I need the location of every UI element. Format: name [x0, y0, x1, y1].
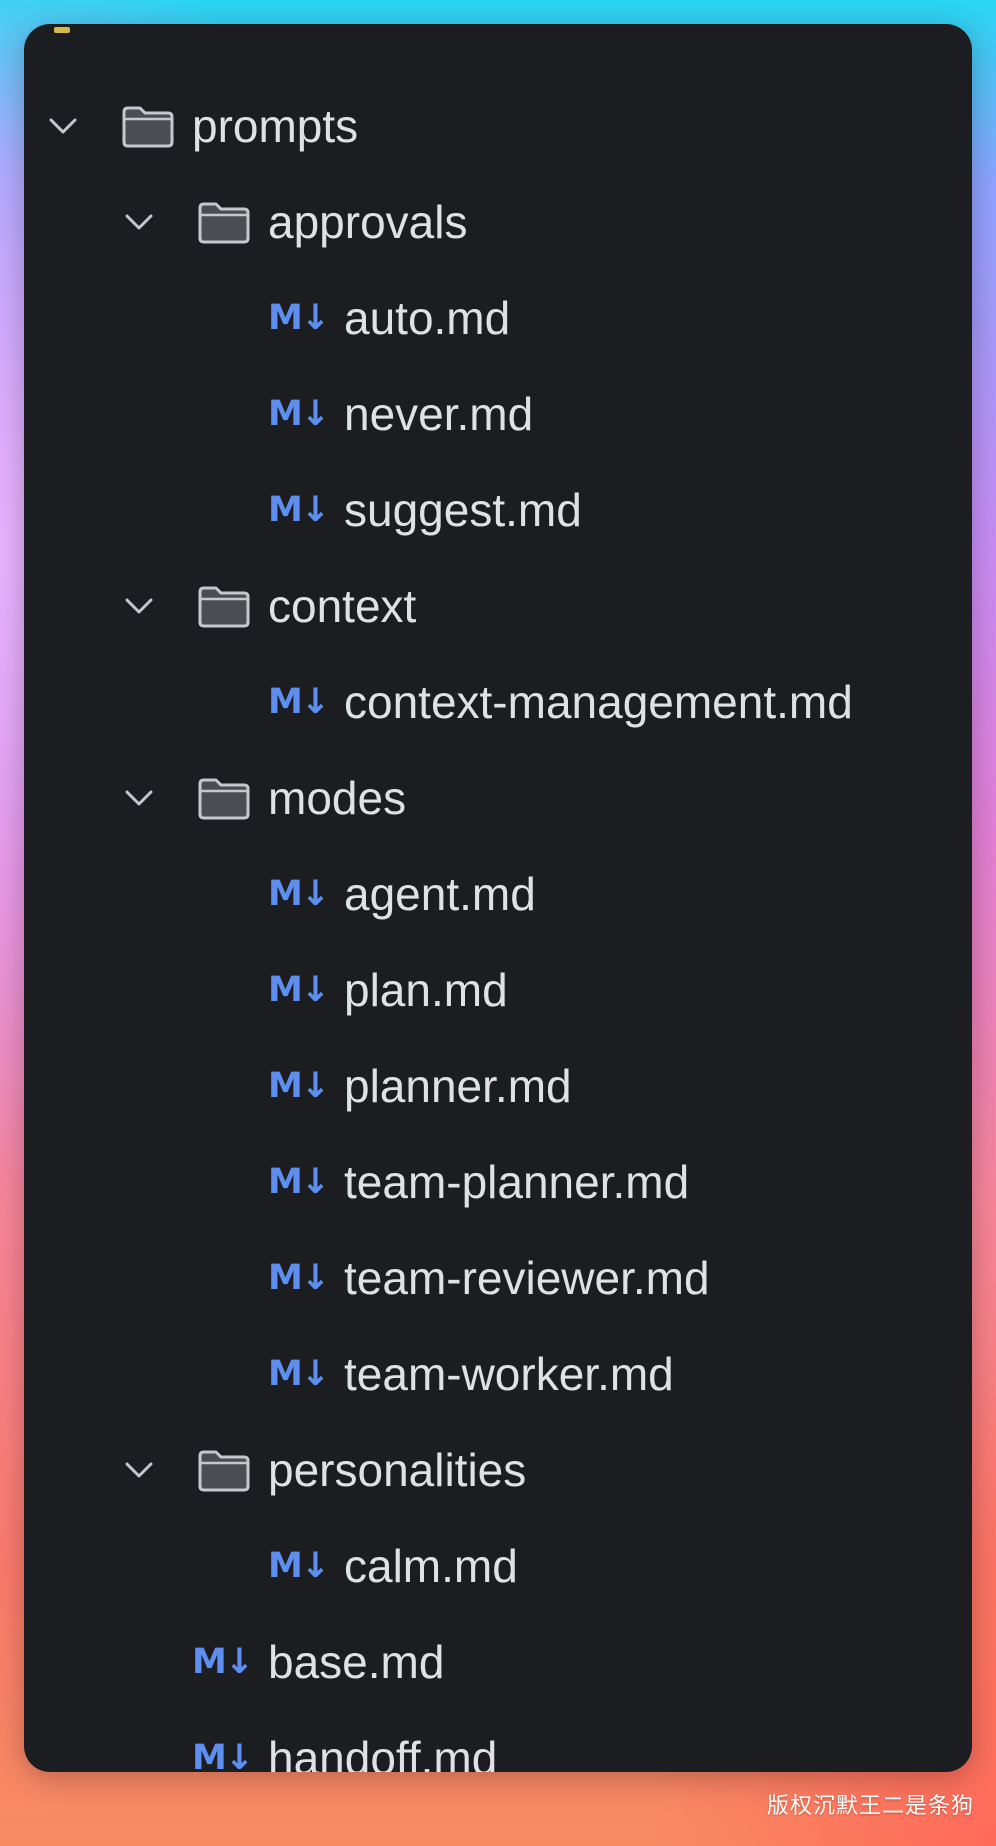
chevron-down-icon[interactable]	[46, 109, 80, 143]
tree-file-row[interactable]: M↓ team-reviewer.md	[24, 1230, 972, 1326]
folder-icon	[196, 1448, 252, 1492]
tree-item-label: auto.md	[344, 292, 511, 344]
markdown-icon: M↓	[268, 1161, 330, 1202]
markdown-icon: M↓	[268, 1545, 330, 1586]
tree-folder-row[interactable]: context	[24, 558, 972, 654]
markdown-icon: M↓	[268, 1065, 330, 1106]
tree-item-label: planner.md	[344, 1060, 572, 1112]
tree-item-label: team-reviewer.md	[344, 1252, 710, 1304]
chevron-down-icon[interactable]	[122, 781, 156, 815]
tree-file-row[interactable]: M↓ team-planner.md	[24, 1134, 972, 1230]
tree-folder-row[interactable]: approvals	[24, 174, 972, 270]
folder-icon	[120, 104, 176, 148]
markdown-icon: M↓	[268, 873, 330, 914]
folder-icon	[196, 584, 252, 628]
tree-item-label: agent.md	[344, 868, 536, 920]
chevron-down-icon[interactable]	[122, 589, 156, 623]
markdown-icon: M↓	[268, 1257, 330, 1298]
tree-file-row[interactable]: M↓ context-management.md	[24, 654, 972, 750]
tree-folder-row[interactable]: modes	[24, 750, 972, 846]
tree-item-label: calm.md	[344, 1540, 518, 1592]
tree-file-row[interactable]: M↓ team-worker.md	[24, 1326, 972, 1422]
folder-icon	[196, 776, 252, 820]
tree-item-label: team-planner.md	[344, 1156, 690, 1208]
tree-file-row[interactable]: M↓ plan.md	[24, 942, 972, 1038]
tree-item-label: prompts	[192, 100, 359, 152]
clipped-row-above	[54, 24, 70, 42]
tree-file-row[interactable]: M↓ auto.md	[24, 270, 972, 366]
chevron-down-icon[interactable]	[122, 205, 156, 239]
folder-icon	[196, 200, 252, 244]
tree-file-row[interactable]: M↓ agent.md	[24, 846, 972, 942]
tree-item-label: approvals	[268, 196, 468, 248]
markdown-icon: M↓	[268, 489, 330, 530]
markdown-icon: M↓	[268, 969, 330, 1010]
tree-folder-row[interactable]: prompts	[24, 78, 972, 174]
tree-item-label: never.md	[344, 388, 534, 440]
tree-file-row[interactable]: M↓ suggest.md	[24, 462, 972, 558]
markdown-icon: M↓	[268, 393, 330, 434]
markdown-icon: M↓	[268, 297, 330, 338]
tree-file-row[interactable]: M↓ calm.md	[24, 1518, 972, 1614]
tree-item-label: context	[268, 580, 417, 632]
markdown-icon: M↓	[192, 1641, 254, 1682]
tree-item-label: handoff.md	[268, 1732, 498, 1772]
markdown-icon: M↓	[192, 1737, 254, 1772]
markdown-icon: M↓	[268, 1353, 330, 1394]
tree-item-label: modes	[268, 772, 407, 824]
tree-file-row[interactable]: M↓ planner.md	[24, 1038, 972, 1134]
tree-file-row[interactable]: M↓ never.md	[24, 366, 972, 462]
tree-file-row[interactable]: M↓ handoff.md	[24, 1710, 972, 1772]
tree-item-label: plan.md	[344, 964, 508, 1016]
tree-folder-row[interactable]: personalities	[24, 1422, 972, 1518]
tree-item-label: base.md	[268, 1636, 445, 1688]
chevron-down-icon[interactable]	[122, 1453, 156, 1487]
tree-item-label: personalities	[268, 1444, 527, 1496]
watermark: 版权沉默王二是条狗	[766, 1794, 974, 1819]
tree-item-label: context-management.md	[344, 676, 853, 728]
tree-item-label: suggest.md	[344, 484, 582, 536]
tree-file-row[interactable]: M↓ base.md	[24, 1614, 972, 1710]
markdown-icon: M↓	[268, 681, 330, 722]
tree-item-label: team-worker.md	[344, 1348, 674, 1400]
